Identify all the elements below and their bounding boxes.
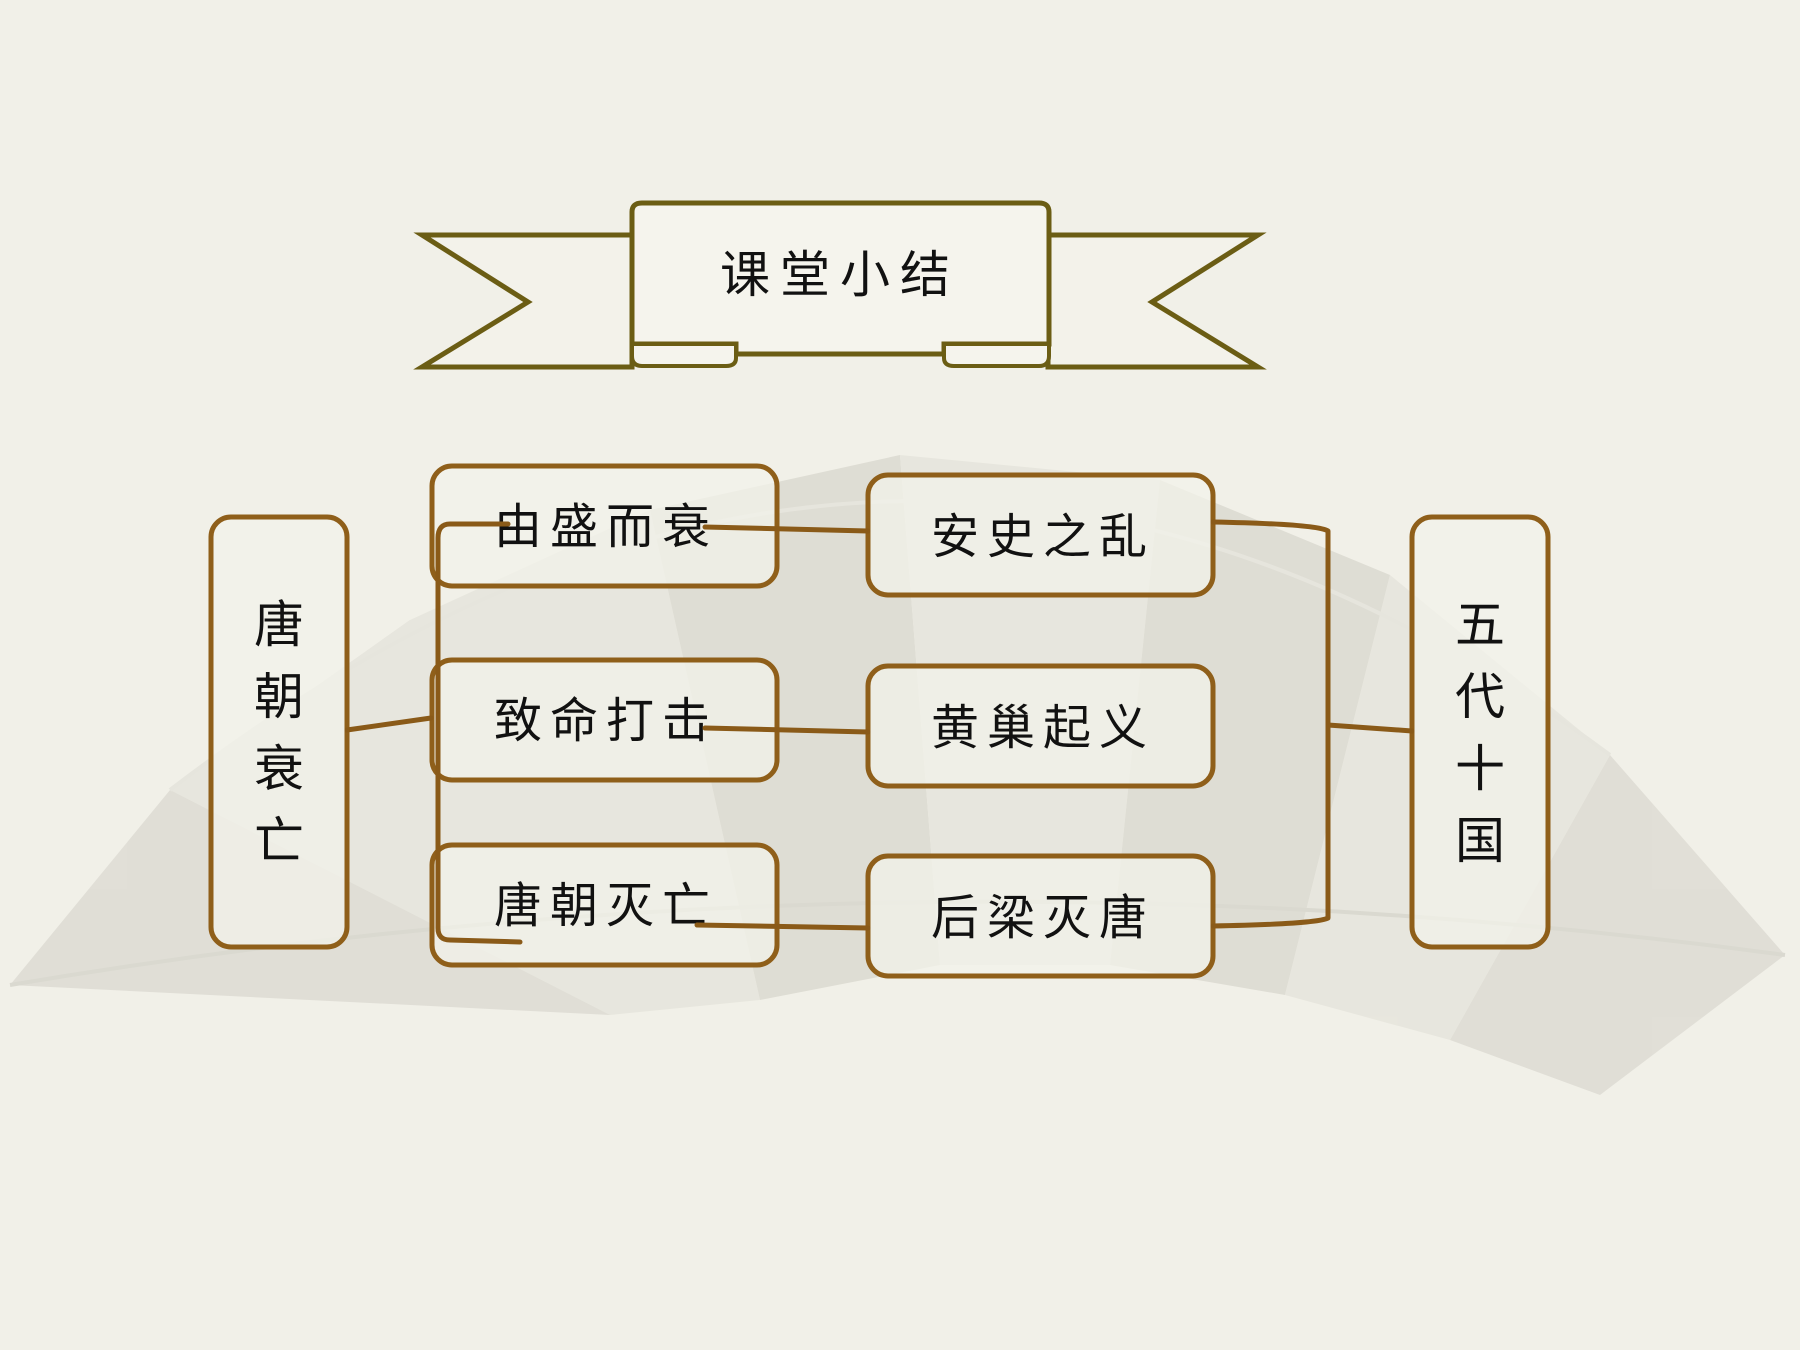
stage-label-2: 唐朝灭亡	[494, 878, 718, 934]
stage-label-0: 由盛而衰	[494, 499, 718, 555]
result-node-five-dynasties: 五 代 十 国	[1409, 514, 1551, 950]
title-banner: 课堂小结	[413, 200, 1267, 370]
event-label-0: 安史之乱	[931, 509, 1155, 565]
event-nodes: 安史之乱 黄巢起义 后梁灭唐	[865, 472, 1216, 979]
event-box-1	[865, 663, 1216, 789]
fan-panel-6	[1450, 755, 1785, 1095]
root-char-2: 衰	[254, 740, 304, 798]
stage-label-1: 致命打击	[494, 693, 718, 749]
stage-box-2	[429, 842, 780, 968]
root-char-1: 朝	[254, 668, 304, 726]
result-node-box	[1409, 514, 1551, 950]
stage-nodes: 由盛而衰 致命打击 唐朝灭亡	[429, 463, 780, 968]
event-label-1: 黄巢起义	[931, 700, 1155, 756]
root-node-tang-decline: 唐 朝 衰 亡	[208, 514, 350, 950]
fan-panel-2	[650, 455, 940, 1000]
event-box-2	[865, 853, 1216, 979]
result-char-2: 十	[1455, 740, 1505, 798]
banner-left-curl	[630, 342, 738, 368]
root-to-stages-connector	[344, 715, 434, 733]
events-to-result-connector	[1325, 722, 1415, 734]
stage-2-to-event-2	[694, 922, 871, 931]
title-text: 课堂小结	[720, 246, 960, 304]
root-char-0: 唐	[254, 596, 304, 654]
banner-right-curl	[942, 342, 1051, 368]
stage-0-to-event-0	[702, 524, 871, 534]
root-char-3: 亡	[254, 812, 304, 870]
result-char-3: 国	[1455, 812, 1505, 870]
event-label-2: 后梁灭唐	[931, 890, 1155, 946]
connectors	[344, 519, 1415, 945]
stage-vertical-bracket	[435, 521, 523, 945]
event-box-0	[865, 472, 1216, 598]
stage-box-0	[429, 463, 780, 589]
stage-1-to-event-1	[702, 725, 871, 735]
result-char-1: 代	[1455, 668, 1505, 726]
banner-left-tail	[413, 232, 635, 370]
root-node-box	[208, 514, 350, 950]
result-char-0: 五	[1455, 596, 1505, 654]
